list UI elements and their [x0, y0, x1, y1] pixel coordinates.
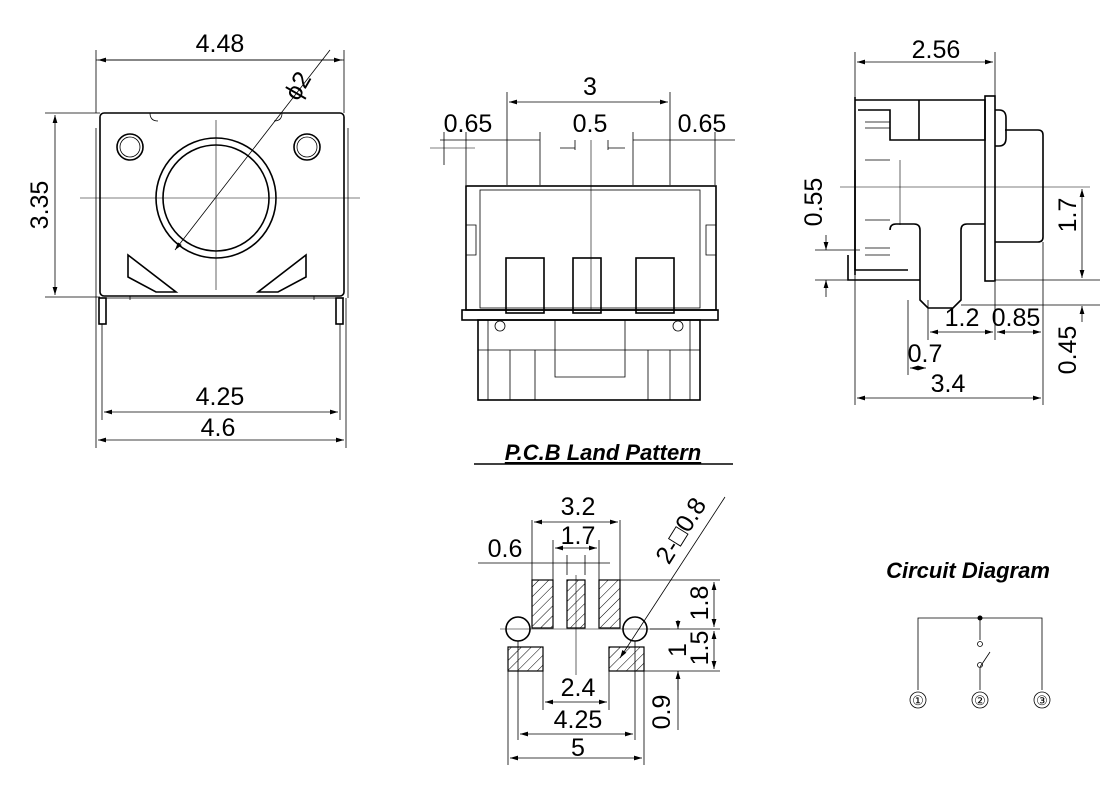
pcb-title: P.C.B Land Pattern	[505, 440, 701, 465]
dim-d1: 1.2	[945, 304, 980, 332]
pin-1-label: ①	[912, 693, 924, 708]
dim-side-width: 2.56	[912, 36, 961, 64]
dim-side-height: 1.7	[1054, 198, 1082, 233]
dim-left-pitch: 0.65	[444, 110, 493, 138]
dim-height: 3.35	[26, 181, 54, 230]
dim-d4: 0.45	[1054, 326, 1082, 375]
front-view: 4.48 3.35 ϕ2 4.25 4.6	[26, 30, 360, 448]
dim-pad-width: 0.6	[488, 535, 523, 563]
dim-h3: 1	[664, 643, 692, 657]
dim-right-pitch: 0.65	[678, 110, 727, 138]
pin-3-label: ③	[1036, 693, 1048, 708]
dim-width-bottom: 4.6	[201, 414, 236, 442]
dim-offset: 0.55	[800, 178, 828, 227]
circuit-title: Circuit Diagram	[886, 558, 1050, 583]
dim-h1: 1.8	[686, 586, 714, 621]
dim-w3: 5	[571, 734, 585, 762]
dim-h2: 1.5	[686, 631, 714, 666]
dim-overall: 3	[583, 73, 597, 101]
circuit-diagram: Circuit Diagram ① ② ③	[886, 558, 1051, 709]
dim-w2: 4.25	[554, 706, 603, 734]
dim-center: 0.5	[573, 110, 608, 138]
dim-w1: 2.4	[561, 674, 596, 702]
dim-diameter: ϕ2	[279, 67, 317, 105]
dim-span-outer: 3.2	[561, 493, 596, 521]
pcb-land-pattern: P.C.B Land Pattern 3.2 1.7 0.6 2-□0.8 1.…	[474, 440, 733, 765]
dim-pin-span: 4.25	[196, 383, 245, 411]
dim-width-top: 4.48	[196, 30, 245, 58]
side-view: 2.56 0.55 1.7 0.45 1.2 0.85 0.7 3.4	[800, 36, 1100, 405]
dim-h4: 0.9	[648, 695, 676, 730]
bottom-view: 3 0.65 0.5 0.65	[430, 73, 735, 401]
dim-span-inner: 1.7	[561, 522, 596, 550]
dim-d3: 0.7	[908, 340, 943, 368]
dim-d2: 0.85	[992, 304, 1041, 332]
dim-length: 3.4	[931, 370, 966, 398]
pin-2-label: ②	[974, 693, 986, 708]
